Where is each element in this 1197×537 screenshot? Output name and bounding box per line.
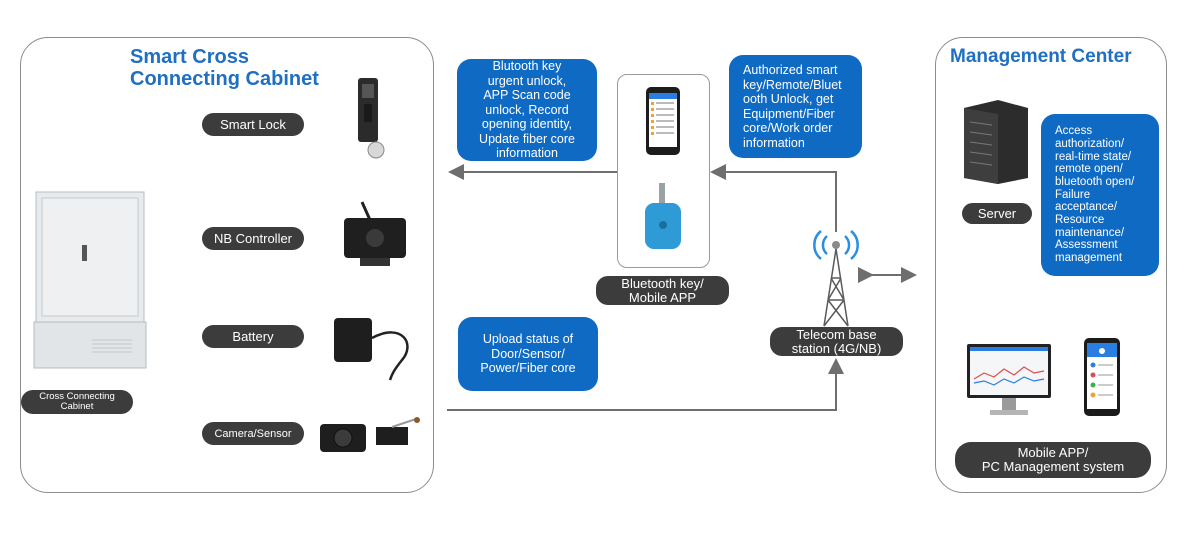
bluetooth-key-icon [641, 181, 685, 253]
bluetooth-unlock-info-box: Blutooth key urgent unlock, APP Scan cod… [457, 59, 597, 161]
smart-cabinet-title: Smart Cross Connecting Cabinet [130, 46, 319, 90]
mobile-phone-icon [645, 86, 681, 156]
tower-label: Telecom base station (4G/NB) [770, 327, 903, 356]
server-icon [958, 98, 1032, 184]
upload-status-info-box: Upload status of Door/Sensor/ Power/Fibe… [458, 317, 598, 391]
nb-controller-icon [340, 200, 410, 272]
pc-monitor-icon [966, 343, 1052, 419]
management-functions-box: Access authorization/ real-time state/ r… [1041, 114, 1159, 276]
nb-controller-label: NB Controller [202, 227, 304, 250]
arrow-cabinet-to-tower [447, 358, 844, 411]
arrow-tower-to-device [710, 164, 837, 232]
smart-lock-icon [350, 76, 390, 162]
device-label: Bluetooth key/ Mobile APP [596, 276, 729, 305]
mobile-pc-system-label: Mobile APP/ PC Management system [955, 442, 1151, 478]
camera-sensor-label: Camera/Sensor [202, 422, 304, 445]
authorized-unlock-info-box: Authorized smart key/Remote/Bluet ooth U… [729, 55, 862, 158]
micro-switch-icon [372, 415, 422, 449]
battery-label: Battery [202, 325, 304, 348]
battery-icon [332, 314, 420, 384]
server-label: Server [962, 203, 1032, 224]
mobile-app-icon [1082, 337, 1122, 417]
camera-icon [318, 420, 370, 456]
cabinet-image [32, 190, 148, 370]
cabinet-label: Cross Connecting Cabinet [21, 390, 133, 414]
telecom-tower-icon [812, 228, 860, 328]
smart-lock-label: Smart Lock [202, 113, 304, 136]
management-center-title: Management Center [950, 46, 1132, 67]
